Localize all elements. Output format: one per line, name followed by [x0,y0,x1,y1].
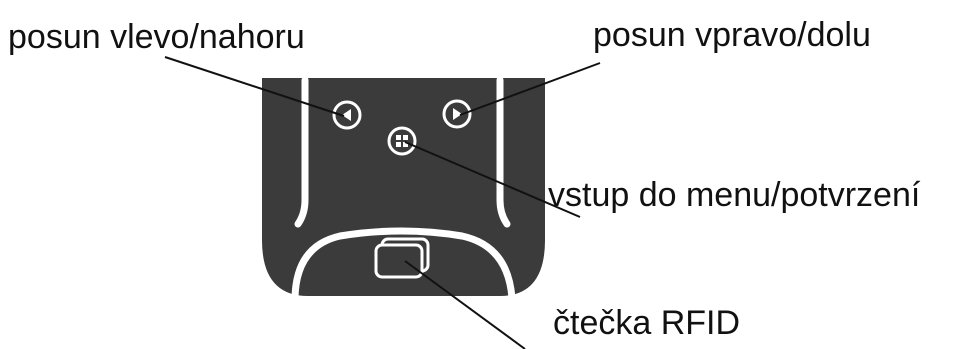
leader-line-menu [404,141,581,218]
left-stripe [294,76,309,228]
leader-line-right [459,62,601,116]
leader-line-rfid [404,260,526,349]
leader-line-left [164,56,345,117]
label-scroll-right-down: posun vpravo/dolu [593,16,871,54]
rfid-card-icon [374,237,430,279]
label-scroll-left-up: posun vlevo/nahoru [8,18,305,56]
grid-menu-icon[interactable] [387,126,417,156]
bottom-arc [291,227,516,302]
right-stripe [496,76,511,228]
arrow-right-circle-icon[interactable] [442,99,472,129]
label-menu-confirm: vstup do menu/potvrzení [548,176,921,214]
arrow-left-circle-icon[interactable] [332,100,362,130]
label-rfid-reader: čtečka RFID [553,304,741,342]
